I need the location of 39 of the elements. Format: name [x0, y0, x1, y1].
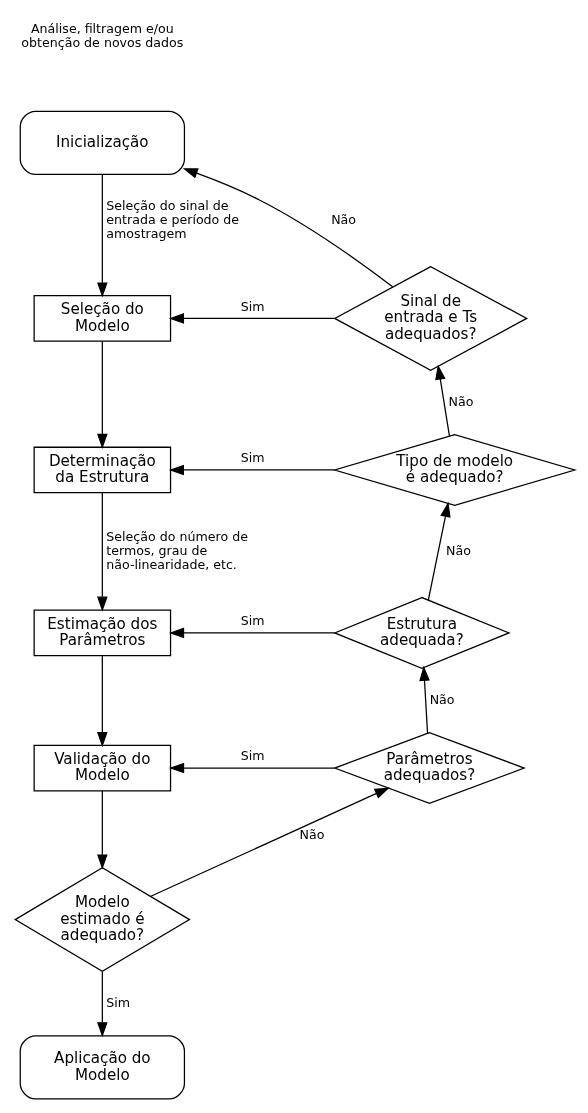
- arrow: [97, 174, 108, 298]
- node-diamond: Modelo estimado é adequado?: [13, 867, 191, 973]
- arrow: [97, 790, 108, 870]
- edge-label: Não: [429, 691, 455, 707]
- node-box: Inicialização: [19, 110, 186, 176]
- arrow: [97, 340, 108, 449]
- arrow: [435, 364, 451, 437]
- arrow: [427, 501, 451, 601]
- arrow: [168, 464, 336, 476]
- arrow: [97, 971, 108, 1038]
- node-box: Aplicação do Modelo: [19, 1035, 186, 1100]
- edge-label: Não: [446, 542, 471, 558]
- arrow: [97, 655, 108, 748]
- node-box: Estimação dos Parâmetros: [33, 609, 172, 657]
- arrow: [182, 168, 394, 288]
- arrow: [168, 313, 335, 324]
- arrow: [169, 627, 336, 639]
- edge-label: Sim: [240, 298, 265, 314]
- node-diamond: Tipo de modelo é adequado?: [332, 433, 577, 506]
- label: Análise, filtragem e/ou obtenção de novos dados: [21, 21, 184, 50]
- arrow: [150, 787, 390, 897]
- edge-label: Não: [448, 393, 474, 409]
- edge-label: Seleção do número de termos, grau de não-linearidade, etc.: [106, 528, 248, 572]
- edge-label: Não: [299, 826, 325, 842]
- edge-label: Sim: [240, 748, 265, 764]
- node-diamond: Parâmetros adequados?: [332, 732, 526, 805]
- edge-label: Sim: [106, 994, 131, 1010]
- node-box: Seleção do Modelo: [33, 295, 172, 342]
- node-diamond: Estrutura adequada?: [333, 596, 511, 669]
- edge-label: Não: [331, 211, 357, 227]
- node-diamond: Sinal de entrada e Ts adequados?: [333, 265, 529, 371]
- edge-label: Sim: [240, 613, 265, 629]
- edge-label: Seleção do sinal de entrada e período de amostragem: [106, 197, 240, 241]
- arrow: [97, 492, 108, 612]
- edge-label: Sim: [240, 450, 265, 466]
- arrow: [419, 665, 430, 734]
- node-box: Determinação da Estrutura: [33, 446, 172, 494]
- node-box: Validação do Modelo: [33, 744, 172, 792]
- arrow: [169, 762, 335, 774]
